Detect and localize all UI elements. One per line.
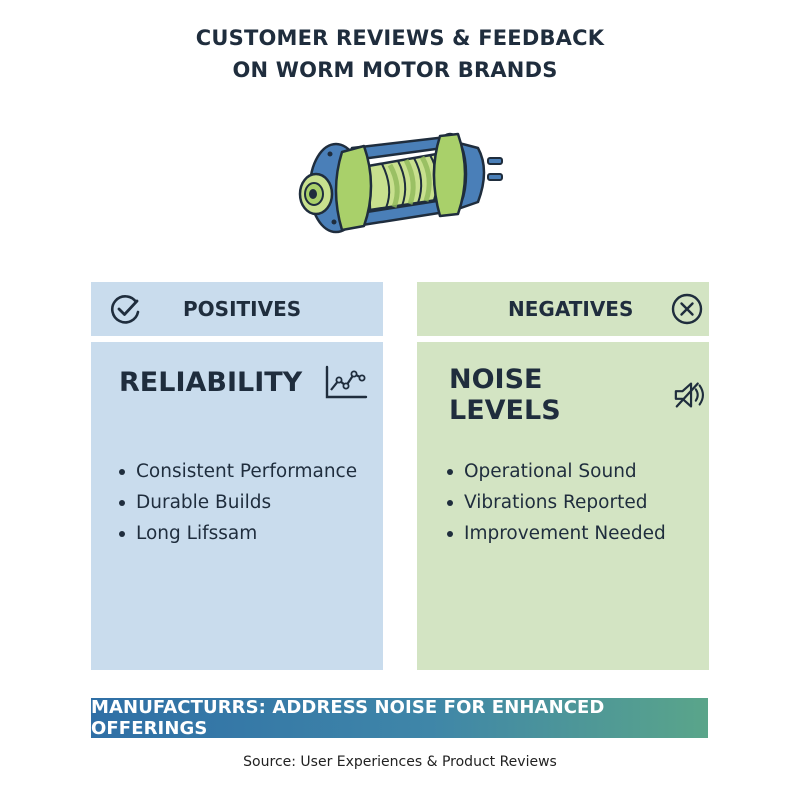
- x-circle-icon: [672, 293, 703, 325]
- check-circle-icon: [110, 295, 140, 324]
- negatives-subtitle-label: NOISE LEVELS: [449, 364, 561, 426]
- line-chart-icon: [326, 365, 368, 399]
- negatives-list: Operational Sound Vibrations Reported Im…: [443, 456, 666, 549]
- negatives-header: NEGATIVES: [417, 282, 709, 336]
- source-note: Source: User Experiences & Product Revie…: [243, 754, 557, 770]
- list-item: Improvement Needed: [443, 518, 666, 549]
- speaker-muted-icon: [674, 382, 704, 408]
- positives-panel: POSITIVES RELIABILITY Consistent Perform…: [91, 282, 383, 670]
- positives-header-label: POSITIVES: [183, 297, 302, 321]
- title-line-1: CUSTOMER REVIEWS & FEEDBACK: [195, 26, 605, 50]
- list-item: Operational Sound: [443, 456, 666, 487]
- positives-subtitle: RELIABILITY: [119, 364, 368, 400]
- page-title: CUSTOMER REVIEWS & FEEDBACK ON WORM MOTO…: [0, 22, 800, 86]
- positives-body: RELIABILITY Consistent Performance Durab…: [91, 342, 383, 670]
- list-item: Long Lifssam: [115, 518, 357, 549]
- negatives-subtitle: NOISE LEVELS: [449, 364, 709, 426]
- positives-header: POSITIVES: [91, 282, 383, 336]
- title-line-2: ON WORM MOTOR BRANDS: [232, 58, 558, 82]
- recommendation-banner-text: MANUFACTURRS: ADDRESS NOISE FOR ENHANCED…: [91, 697, 605, 739]
- negatives-panel: NEGATIVES NOISE LEVELS Operational Sound…: [417, 282, 709, 670]
- positives-subtitle-label: RELIABILITY: [119, 366, 303, 398]
- list-item: Durable Builds: [115, 487, 357, 518]
- list-item: Consistent Performance: [115, 456, 357, 487]
- negatives-body: NOISE LEVELS Operational Sound Vibration…: [417, 342, 709, 670]
- recommendation-banner: MANUFACTURRS: ADDRESS NOISE FOR ENHANCED…: [91, 697, 708, 739]
- list-item: Vibrations Reported: [443, 487, 666, 518]
- worm-motor-icon: [298, 132, 503, 234]
- positives-list: Consistent Performance Durable Builds Lo…: [115, 456, 357, 549]
- negatives-header-label: NEGATIVES: [508, 297, 634, 321]
